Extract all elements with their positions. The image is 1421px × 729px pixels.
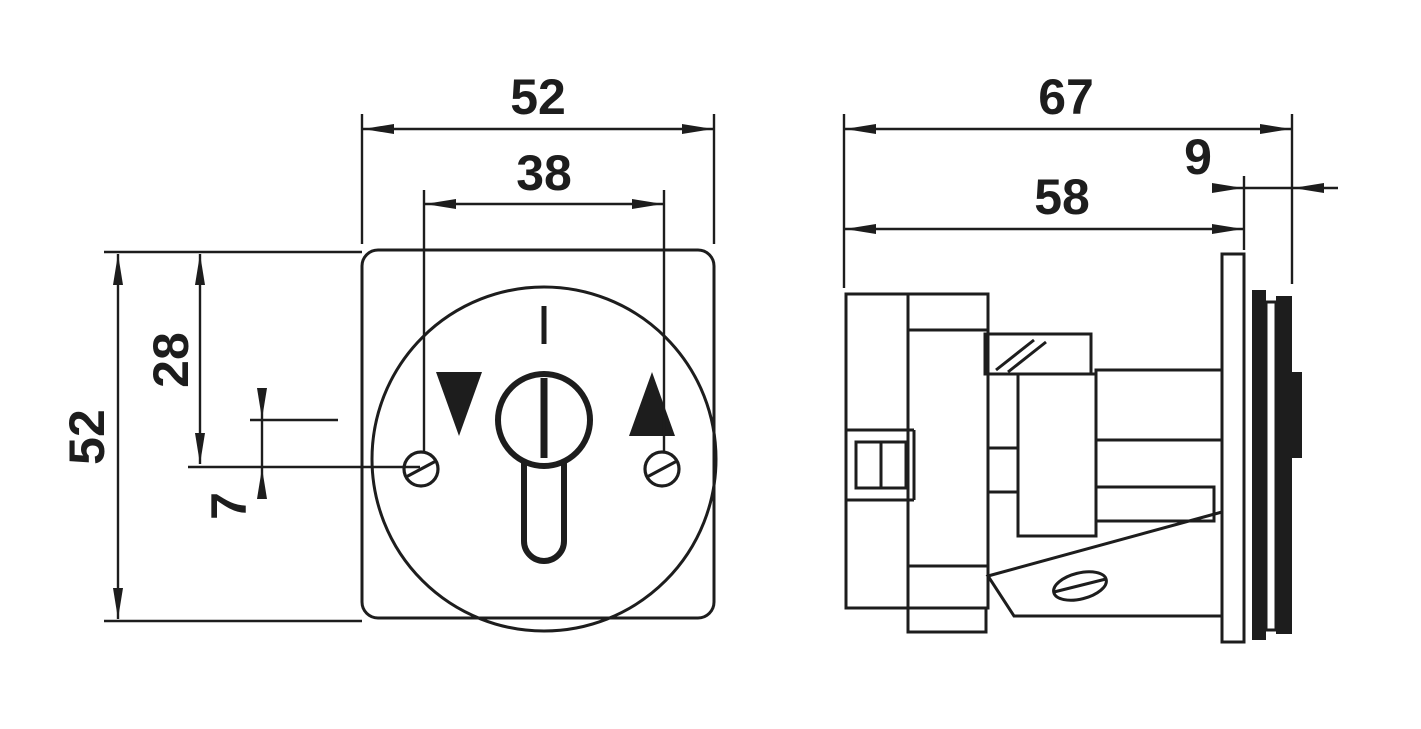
bezel-nose <box>1292 372 1302 458</box>
dim-body-depth-label: 58 <box>1034 169 1090 225</box>
clamp-screw <box>1052 570 1108 602</box>
arrow-down-symbol <box>436 372 482 436</box>
cylinder-shaft <box>1094 368 1224 442</box>
screw-left <box>402 450 440 488</box>
bezel-front-layer <box>1276 296 1292 634</box>
lower-bar <box>1094 485 1216 523</box>
mounting-plate-side <box>1220 252 1246 644</box>
dim-top-to-axis-label: 28 <box>143 332 199 388</box>
body-foot <box>906 606 988 634</box>
side-view <box>844 252 1302 644</box>
switch-body <box>844 292 990 610</box>
bracket-screw-slot <box>995 338 1035 372</box>
clamp-screw-slot <box>1053 577 1107 594</box>
dim-width-label: 52 <box>510 69 566 125</box>
dim-bezel-depth-label: 9 <box>1184 129 1212 185</box>
lock-housing <box>1016 372 1098 538</box>
side-dimensions: 67 58 9 <box>842 69 1338 288</box>
bracket-screw-slot <box>1007 340 1047 374</box>
housing-tab <box>986 446 1020 494</box>
escutcheon-circle <box>370 285 718 633</box>
bezel-gasket <box>1264 300 1278 632</box>
front-view <box>360 248 718 633</box>
screw-left-slot <box>405 459 437 479</box>
bezel-back-layer <box>1252 290 1266 640</box>
dim-height-label: 52 <box>59 409 115 465</box>
arrow-up-symbol <box>629 372 675 436</box>
front-dimensions: 52 38 52 28 7 <box>59 69 716 623</box>
dim-axis-to-holes-label: 7 <box>201 492 257 520</box>
screw-right-slot <box>646 459 678 479</box>
dim-hole-spacing-label: 38 <box>516 145 572 201</box>
screw-right <box>643 450 681 488</box>
clamp-bracket <box>985 510 1224 618</box>
dim-total-depth-label: 67 <box>1038 69 1094 125</box>
